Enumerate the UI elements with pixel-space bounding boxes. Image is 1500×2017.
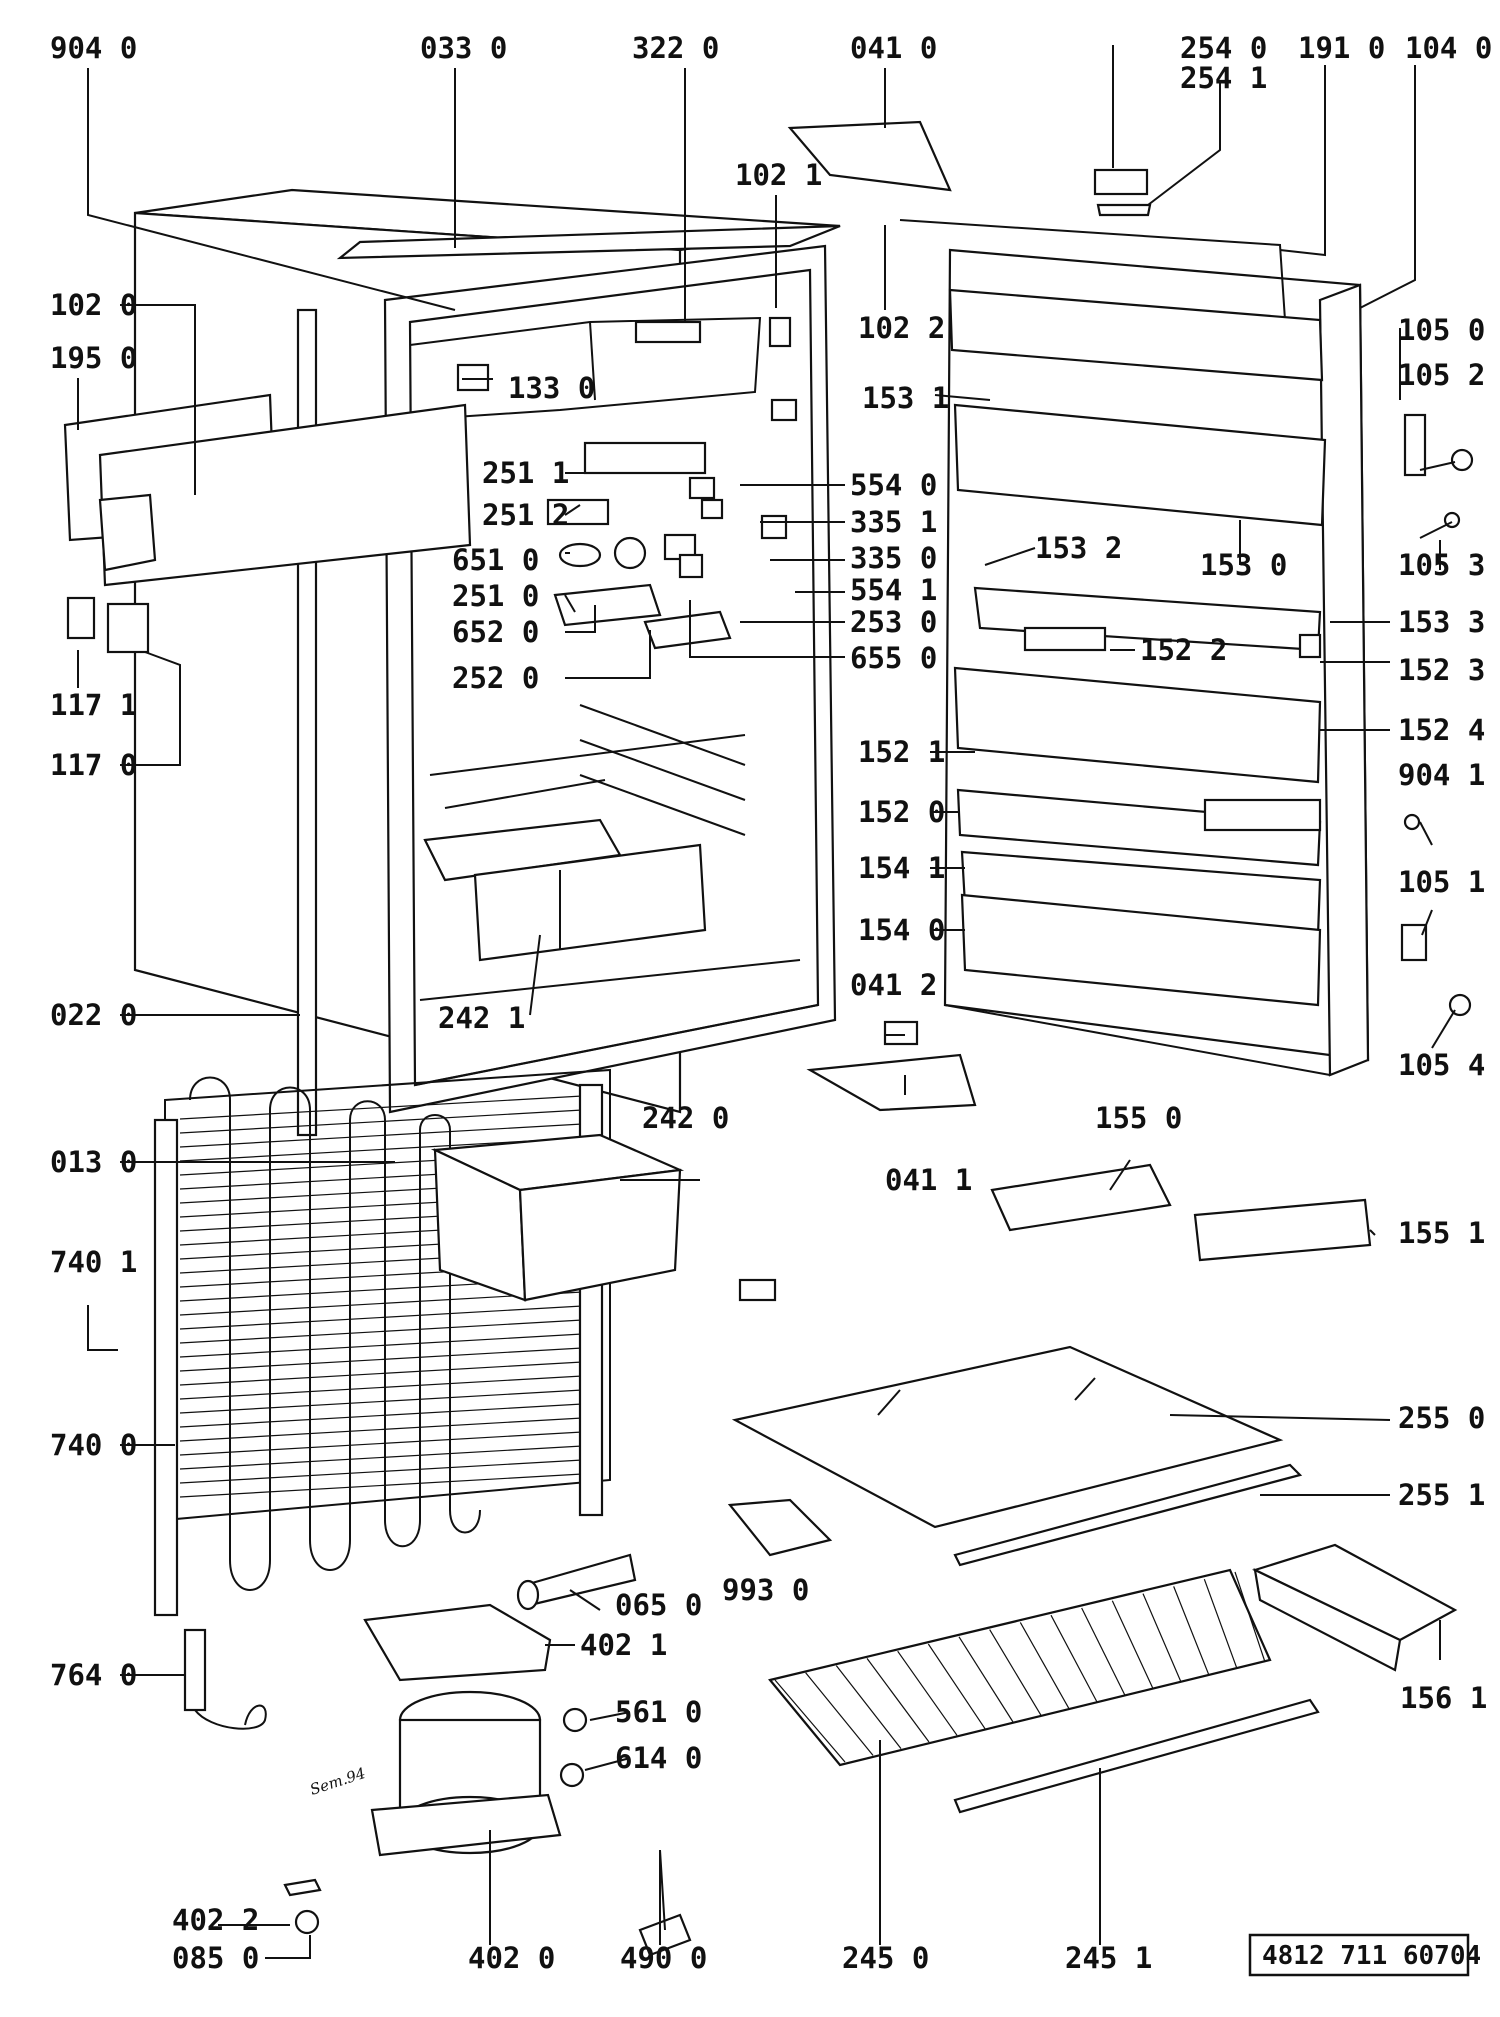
callout-label: 402 1: [580, 1628, 667, 1662]
callout-label: 904 0: [50, 31, 137, 65]
callout-label: 252 0: [452, 661, 539, 695]
leader-lines: [77, 45, 1456, 1959]
callout-label: 102 1: [735, 158, 822, 192]
callout-label: 242 1: [438, 1001, 525, 1035]
callout-label: 105 1: [1398, 865, 1485, 899]
callout-label: 154 1: [858, 851, 945, 885]
callout-label: 104 0: [1405, 31, 1492, 65]
cabinet-drawing: [63, 188, 841, 1137]
callout-label: 153 1: [862, 381, 949, 415]
callout-label: 117 1: [50, 688, 137, 722]
callout-label: 402 2: [172, 1903, 259, 1937]
callout-label: 153 3: [1398, 605, 1485, 639]
document-number: 4812 711 60704: [1262, 1941, 1481, 1971]
callout-label: 245 1: [1065, 1941, 1152, 1975]
callout-label: 041 0: [850, 31, 937, 65]
callout-label: 105 2: [1398, 358, 1485, 392]
callout-label: 105 4: [1398, 1048, 1485, 1082]
accessories-drawing: [727, 1163, 1458, 1814]
condenser-drawing: [153, 1068, 777, 1957]
callout-label: 255 0: [1398, 1401, 1485, 1435]
callout-label: 153 0: [1200, 548, 1287, 582]
callout-label: 614 0: [615, 1741, 702, 1775]
callout-label: 254 1: [1180, 61, 1267, 95]
callout-label: 105 0: [1398, 313, 1485, 347]
callout-label: 155 0: [1095, 1101, 1182, 1135]
callout-label: 117 0: [50, 748, 137, 782]
callout-label: 156 1: [1400, 1681, 1487, 1715]
callout-label: 022 0: [50, 998, 137, 1032]
document-number-box: 4812 711 60704: [1248, 1933, 1481, 1977]
callout-label: 154 0: [858, 913, 945, 947]
callout-label: 904 1: [1398, 758, 1485, 792]
callout-labels: 904 0 033 0 322 0 041 0 254 0 254 1 191 …: [50, 31, 1492, 1975]
callout-label: 764 0: [50, 1658, 137, 1692]
callout-label: 033 0: [420, 31, 507, 65]
callout-label: 322 0: [632, 31, 719, 65]
callout-label: 152 2: [1140, 633, 1227, 667]
callout-label: 740 0: [50, 1428, 137, 1462]
callout-label: 152 4: [1398, 713, 1485, 747]
callout-label: 554 1: [850, 573, 937, 607]
callout-label: 152 0: [858, 795, 945, 829]
callout-label: 254 0: [1180, 31, 1267, 65]
callout-label: 255 1: [1398, 1478, 1485, 1512]
callout-label: 013 0: [50, 1145, 137, 1179]
callout-label: 490 0: [620, 1941, 707, 1975]
callout-label: 251 1: [482, 456, 569, 490]
callout-label: 105 3: [1398, 548, 1485, 582]
handwritten-note: Sem.94: [308, 1764, 368, 1799]
callout-label: 245 0: [842, 1941, 929, 1975]
callout-label: 335 0: [850, 541, 937, 575]
callout-label: 155 1: [1398, 1216, 1485, 1250]
callout-label: 242 0: [642, 1101, 729, 1135]
callout-label: 554 0: [850, 468, 937, 502]
callout-label: 133 0: [508, 371, 595, 405]
callout-label: 652 0: [452, 615, 539, 649]
callout-label: 561 0: [615, 1695, 702, 1729]
callout-label: 655 0: [850, 641, 937, 675]
callout-label: 740 1: [50, 1245, 137, 1279]
callout-label: 251 0: [452, 579, 539, 613]
callout-label: 335 1: [850, 505, 937, 539]
callout-label: 085 0: [172, 1941, 259, 1975]
callout-label: 195 0: [50, 341, 137, 375]
door-drawing: [787, 120, 1474, 1112]
callout-label: 153 2: [1035, 531, 1122, 565]
callout-label: 191 0: [1298, 31, 1385, 65]
callout-label: 102 0: [50, 288, 137, 322]
callout-label: 152 3: [1398, 653, 1485, 687]
callout-label: 041 2: [850, 968, 937, 1002]
callout-label: 041 1: [885, 1163, 972, 1197]
callout-label: 993 0: [722, 1573, 809, 1607]
callout-label: 402 0: [468, 1941, 555, 1975]
callout-label: 152 1: [858, 735, 945, 769]
callout-label: 102 2: [858, 311, 945, 345]
callout-label: 253 0: [850, 605, 937, 639]
callout-label: 065 0: [615, 1588, 702, 1622]
callout-label: 651 0: [452, 543, 539, 577]
callout-label: 251 2: [482, 498, 569, 532]
